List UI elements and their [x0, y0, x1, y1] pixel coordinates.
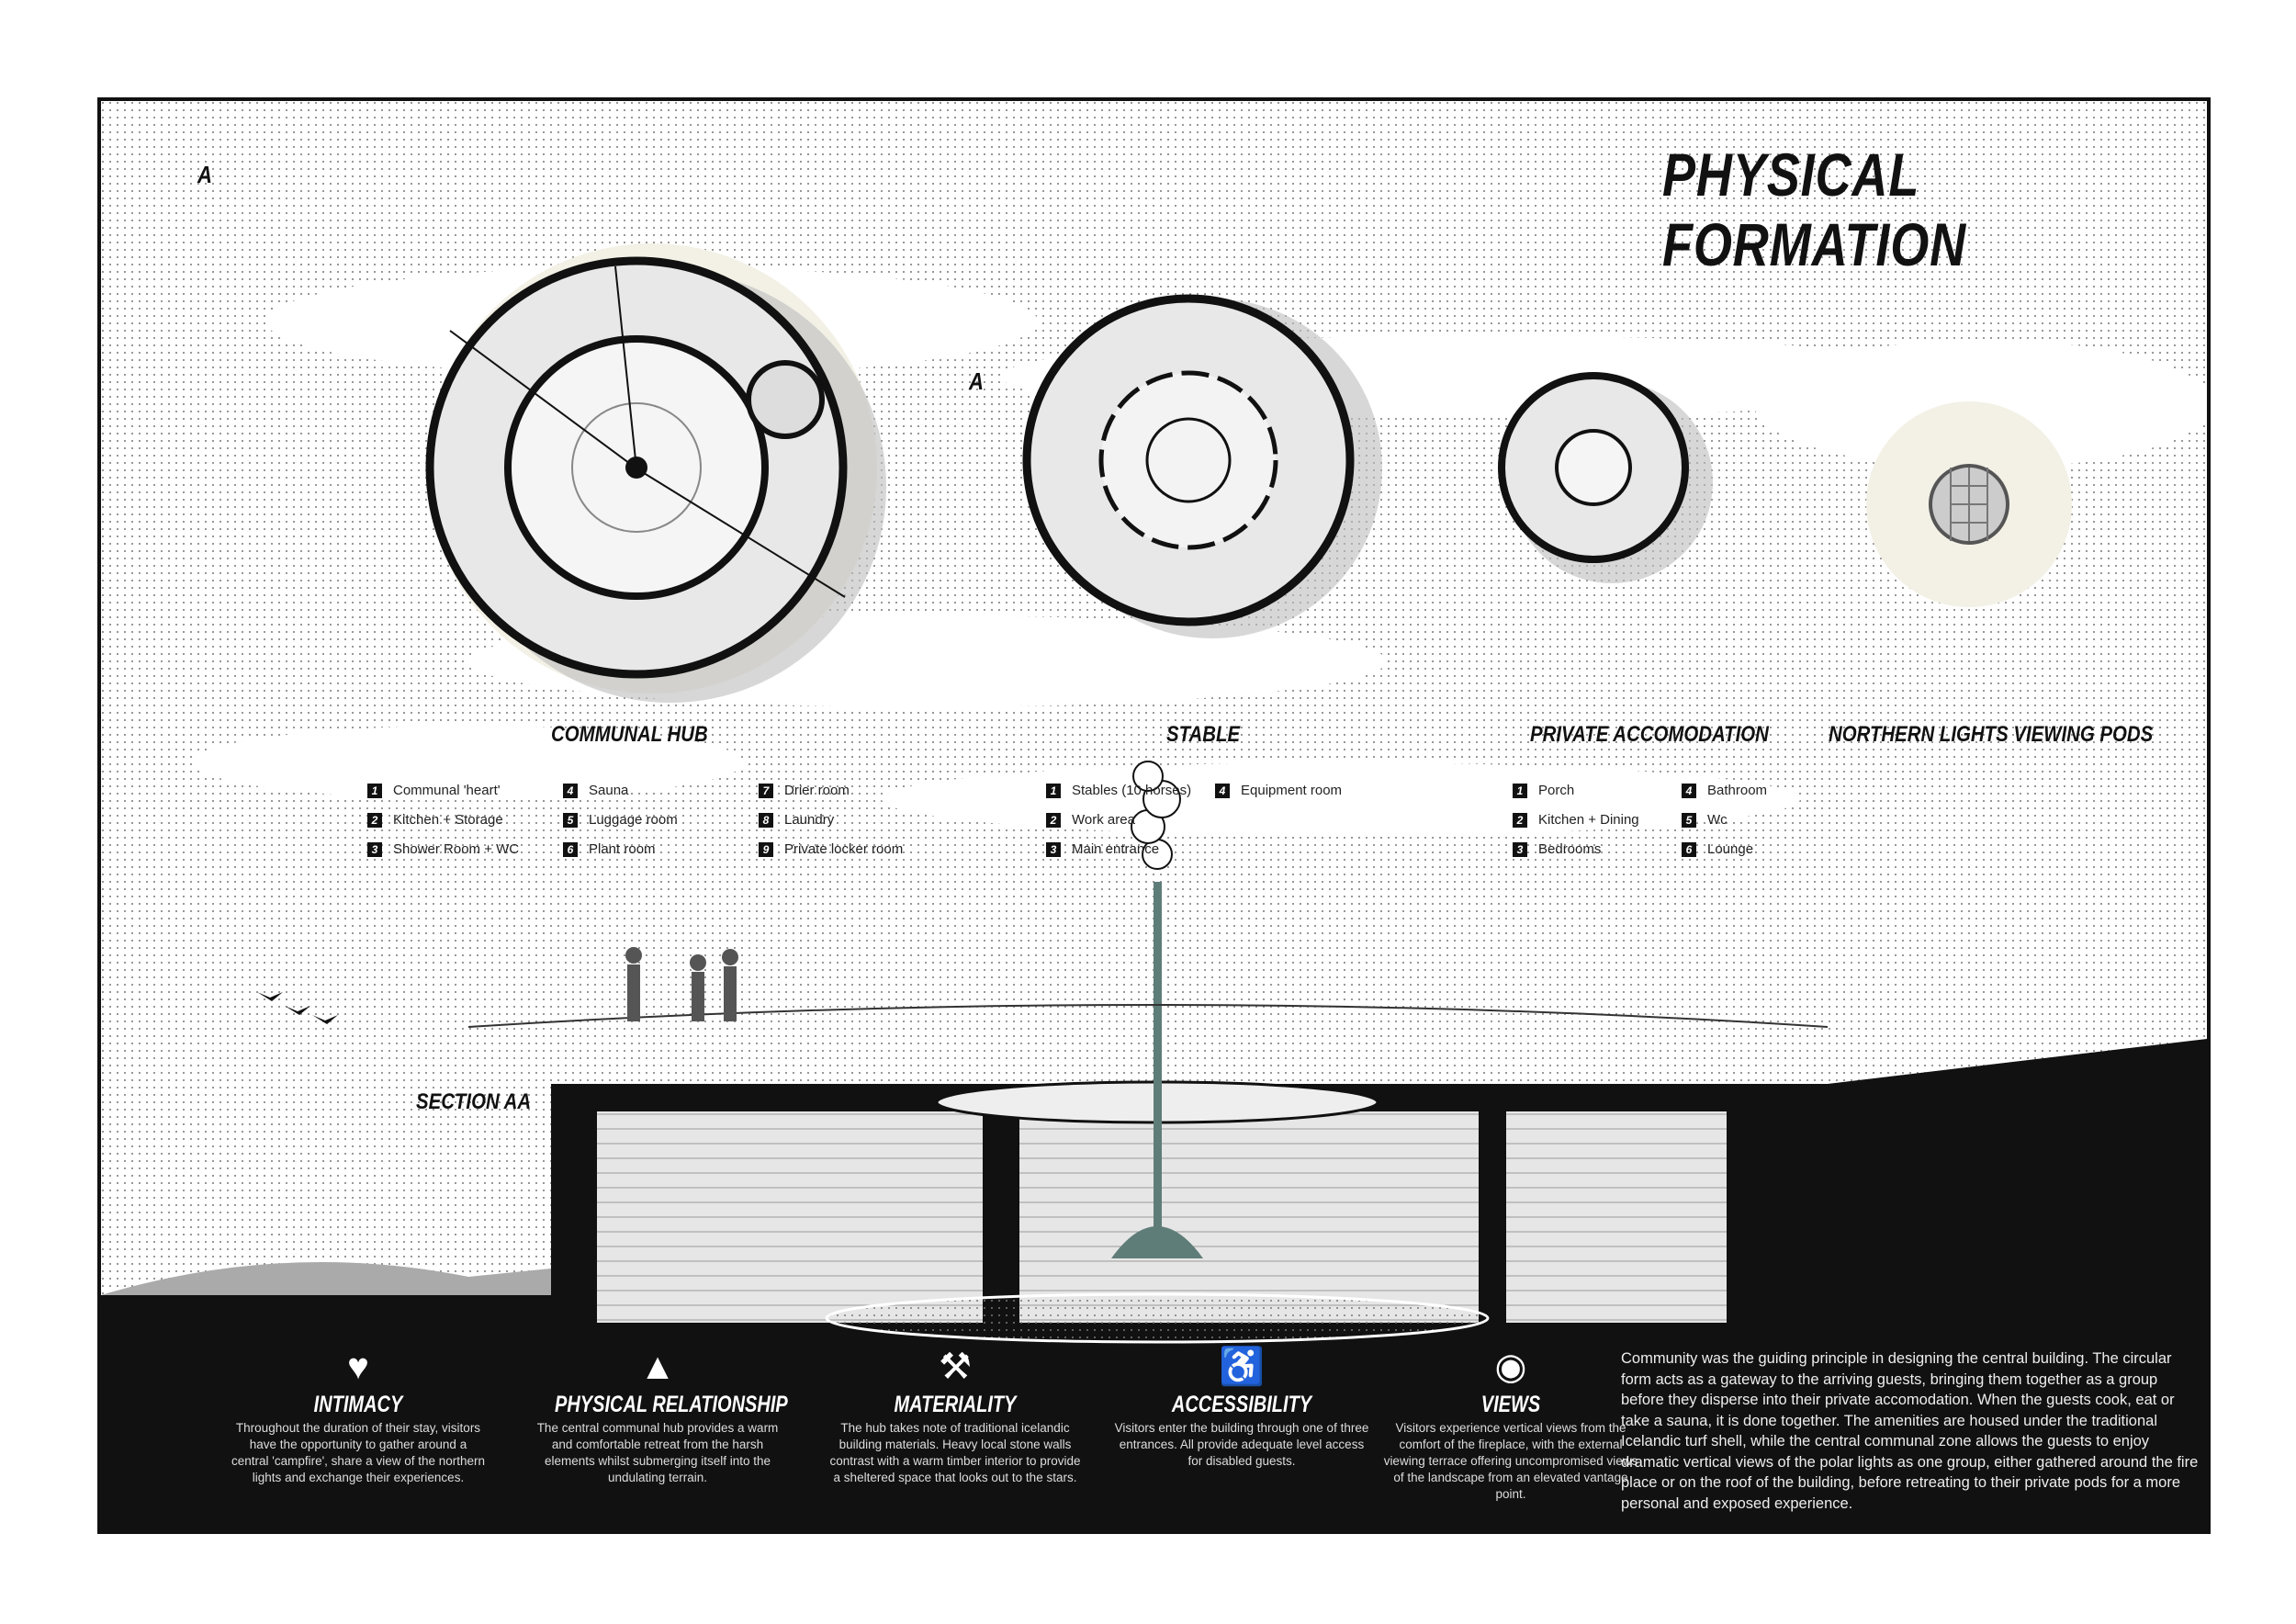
communal-legend-item: 6 Plant room	[563, 841, 656, 857]
section-aa-drawing	[101, 761, 2207, 1530]
legend-text: Wc	[1707, 812, 1728, 828]
legend-text: Bedrooms	[1538, 841, 1602, 857]
private-legend-item: 6 Lounge	[1682, 841, 1753, 857]
private-legend-item: 5 Wc	[1682, 812, 1728, 828]
legend-text: Drier room	[784, 783, 850, 798]
feature-intimacy: ♥ INTIMACY Throughout the duration of thei…	[230, 1346, 487, 1486]
heart-icon: ♥	[347, 1347, 369, 1387]
communal-legend-item: 3 Shower Room + WC	[367, 841, 519, 857]
legend-text: Communal 'heart'	[393, 783, 501, 798]
private-legend-item: 4 Bathroom	[1682, 783, 1767, 798]
legend-number: 2	[1513, 812, 1527, 828]
feature-accessibility: ♿ ACCESSIBILITY Visitors enter the buildin…	[1113, 1346, 1370, 1470]
stable-plan	[1022, 294, 1382, 638]
stable-legend-item: 1 Stables (10 horses)	[1046, 783, 1191, 798]
legend-text: Bathroom	[1707, 783, 1768, 798]
legend-text: Porch	[1538, 783, 1575, 798]
design-description: Community was the guiding principle in d…	[1621, 1350, 2199, 1512]
hammer-icon: ⚒	[939, 1347, 972, 1387]
feature-text: The hub takes note of traditional icelan…	[829, 1421, 1081, 1484]
legend-number: 4	[1682, 783, 1696, 798]
legend-number: 7	[759, 783, 773, 798]
legend-number: 3	[367, 841, 382, 857]
feature-title: INTIMACY	[313, 1392, 403, 1417]
viewing-pods-label: NORTHERN LIGHTS VIEWING PODS	[1829, 722, 2154, 747]
stable-legend-item: 4 Equipment room	[1215, 783, 1342, 798]
feature-text: Throughout the duration of their stay, v…	[231, 1421, 486, 1484]
legend-number: 4	[1215, 783, 1230, 798]
section-mark-a-left: A	[197, 161, 212, 188]
legend-text: Kitchen + Dining	[1538, 812, 1639, 828]
private-accomodation-label: PRIVATE ACCOMODATION	[1530, 722, 1769, 747]
legend-text: Sauna	[589, 783, 629, 798]
communal-legend-item: 1 Communal 'heart'	[367, 783, 501, 798]
legend-number: 8	[759, 812, 773, 828]
communal-legend-item: 9 Private locker room	[759, 841, 903, 857]
feature-text: Visitors enter the building through one …	[1114, 1421, 1369, 1468]
feature-title: ACCESSIBILITY	[1171, 1392, 1312, 1417]
private-legend-item: 2 Kitchen + Dining	[1513, 812, 1639, 828]
legend-number: 4	[563, 783, 578, 798]
legend-number: 9	[759, 841, 773, 857]
legend-number: 1	[1513, 783, 1527, 798]
feature-text: The central communal hub provides a warm…	[536, 1421, 779, 1484]
legend-number: 1	[1046, 783, 1061, 798]
communal-legend-item: 7 Drier room	[759, 783, 850, 798]
legend-number: 6	[1682, 841, 1696, 857]
communal-legend-item: 8 Laundry	[759, 812, 834, 828]
stable-label: STABLE	[1166, 722, 1241, 747]
wheelchair-icon: ♿	[1219, 1347, 1265, 1387]
legend-number: 2	[1046, 812, 1061, 828]
legend-text: Equipment room	[1241, 783, 1343, 798]
feature-text: Visitors experience vertical views from …	[1383, 1421, 1638, 1501]
legend-number: 1	[367, 783, 382, 798]
legend-number: 6	[563, 841, 578, 857]
feature-materiality: ⚒ MATERIALITY The hub takes note of tradit…	[827, 1346, 1084, 1486]
section-mark-a-right: A	[969, 367, 984, 395]
page-title: PHYSICAL FORMATION	[1662, 141, 1967, 278]
feature-views: ◉ VIEWS Visitors experience vertical views…	[1382, 1346, 1639, 1503]
feature-physical-relationship: ▲ PHYSICAL RELATIONSHIP The central commun…	[529, 1346, 788, 1486]
feature-title: MATERIALITY	[894, 1392, 1017, 1417]
stable-legend-item: 2 Work area	[1046, 812, 1135, 828]
private-legend-item: 1 Porch	[1513, 783, 1574, 798]
eye-icon: ◉	[1494, 1347, 1527, 1387]
legend-text: Luggage room	[589, 812, 678, 828]
drawing-canvas	[101, 101, 2207, 1530]
legend-text: Laundry	[784, 812, 835, 828]
legend-text: Lounge	[1707, 841, 1754, 857]
legend-number: 5	[563, 812, 578, 828]
legend-text: Kitchen + Storage	[393, 812, 503, 828]
viewing-pod-plan	[1866, 401, 2072, 607]
communal-hub-label: COMMUNAL HUB	[551, 722, 708, 747]
mountain-icon: ▲	[639, 1347, 676, 1387]
legend-text: Private locker room	[784, 841, 904, 857]
legend-text: Shower Room + WC	[393, 841, 520, 857]
legend-number: 2	[367, 812, 382, 828]
section-aa-label: SECTION AA	[416, 1089, 532, 1114]
communal-legend-item: 2 Kitchen + Storage	[367, 812, 503, 828]
feature-title: PHYSICAL RELATIONSHIP	[555, 1392, 788, 1417]
communal-legend-item: 5 Luggage room	[563, 812, 678, 828]
stable-legend-item: 3 Main entrance	[1046, 841, 1159, 857]
communal-hub-plan	[425, 243, 886, 703]
legend-text: Main entrance	[1072, 841, 1160, 857]
legend-number: 5	[1682, 812, 1696, 828]
poster-frame: PHYSICAL FORMATION A A COMMUNAL HUB STAB…	[97, 97, 2211, 1534]
private-accomodation-plan	[1498, 372, 1713, 583]
private-legend-item: 3 Bedrooms	[1513, 841, 1601, 857]
legend-number: 3	[1513, 841, 1527, 857]
legend-number: 3	[1046, 841, 1061, 857]
feature-title: VIEWS	[1480, 1392, 1541, 1417]
legend-text: Plant room	[589, 841, 656, 857]
communal-legend-item: 4 Sauna	[563, 783, 628, 798]
legend-text: Work area	[1072, 812, 1135, 828]
legend-text: Stables (10 horses)	[1072, 783, 1192, 798]
